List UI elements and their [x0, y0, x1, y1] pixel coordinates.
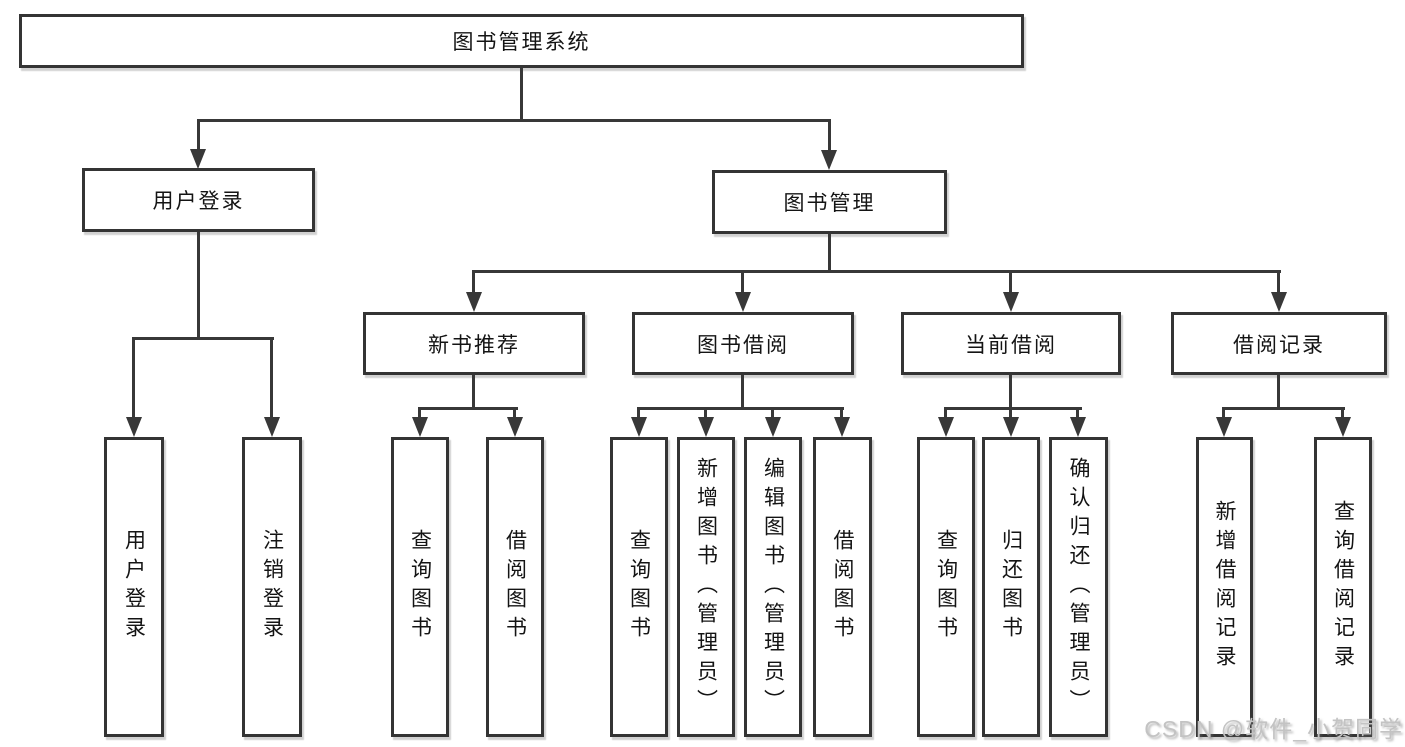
arrow-down-icon: [735, 292, 751, 312]
node-user-login-label: 用户登录: [152, 190, 245, 213]
leaf-br-add-record-label: 新增借阅记录: [1213, 500, 1236, 674]
node-current-borrow-label: 当前借阅: [965, 333, 1057, 357]
leaf-nbr-borrow-books: 借阅图书: [486, 437, 544, 737]
edge-br-splitter: [1222, 407, 1345, 410]
arrow-down-icon: [821, 150, 837, 170]
leaf-nbr-query-books: 查询图书: [391, 437, 449, 737]
arrow-down-icon: [834, 417, 850, 437]
leaf-nbr-query-books-label: 查询图书: [408, 529, 432, 645]
leaf-user-login: 用户登录: [104, 437, 164, 737]
leaf-bb-add-books-admin: 新增图书（管理员）: [677, 437, 735, 737]
leaf-cb-query-books: 查询图书: [917, 437, 975, 737]
leaf-logout: 注销登录: [242, 437, 302, 737]
leaf-cb-confirm-return-admin: 确认归还（管理员）: [1049, 437, 1108, 737]
edge-bb-child-2: [704, 407, 707, 419]
leaf-bb-borrow-books-label: 借阅图书: [831, 529, 854, 645]
leaf-bb-borrow-books: 借阅图书: [813, 437, 872, 737]
edge-bb-child-3: [771, 407, 774, 419]
leaf-br-query-record-label: 查询借阅记录: [1331, 500, 1355, 674]
edge-nbr-splitter: [419, 407, 518, 410]
leaf-bb-edit-books-admin: 编辑图书（管理员）: [744, 437, 802, 737]
edge-book-management-splitter: [472, 270, 1281, 273]
node-current-borrow: 当前借阅: [901, 312, 1121, 375]
edge-br-stem: [1277, 375, 1280, 409]
leaf-bb-query-books-label: 查询图书: [627, 529, 651, 645]
edge-to-new-book-recommend: [472, 270, 475, 294]
leaf-nbr-borrow-books-label: 借阅图书: [503, 529, 527, 645]
edge-cb-child-2: [1009, 407, 1012, 419]
arrow-down-icon: [126, 417, 142, 437]
arrow-down-icon: [1271, 292, 1287, 312]
arrow-down-icon: [1003, 417, 1019, 437]
edge-to-book-management: [828, 119, 831, 151]
edge-bb-stem: [741, 375, 744, 409]
arrow-down-icon: [412, 417, 428, 437]
leaf-cb-confirm-return-admin-label: 确认归还（管理员）: [1067, 456, 1090, 718]
node-borrow-records: 借阅记录: [1171, 312, 1387, 375]
node-root: 图书管理系统: [19, 14, 1024, 68]
edge-nbr-stem: [472, 375, 475, 409]
edge-root-splitter: [197, 119, 831, 122]
edge-user-login-stem: [197, 232, 200, 339]
edge-nbr-child-2: [513, 407, 516, 419]
arrow-down-icon: [631, 417, 647, 437]
arrow-down-icon: [938, 417, 954, 437]
edge-br-child-2: [1341, 407, 1344, 419]
leaf-cb-return-books-label: 归还图书: [999, 529, 1023, 645]
node-user-login: 用户登录: [82, 168, 315, 232]
edge-nbr-child-1: [418, 407, 421, 419]
arrow-down-icon: [1003, 292, 1019, 312]
watermark: CSDN @软件_小贺同学: [1144, 716, 1403, 742]
edge-bb-splitter: [637, 407, 844, 410]
node-book-management-label: 图书管理: [783, 192, 876, 215]
arrow-down-icon: [466, 292, 482, 312]
edge-bb-child-1: [637, 407, 640, 419]
edge-to-leaf-user-login: [132, 337, 135, 419]
edge-cb-child-3: [1076, 407, 1079, 419]
node-book-borrow: 图书借阅: [632, 312, 854, 375]
edge-cb-child-1: [944, 407, 947, 419]
leaf-bb-edit-books-admin-label: 编辑图书（管理员）: [761, 456, 785, 718]
leaf-logout-label: 注销登录: [260, 529, 284, 645]
edge-to-current-borrow: [1009, 270, 1012, 294]
node-root-label: 图书管理系统: [452, 31, 591, 54]
leaf-bb-query-books: 查询图书: [610, 437, 668, 737]
edge-to-user-login: [197, 119, 200, 151]
edge-bb-child-4: [840, 407, 843, 419]
leaf-br-query-record: 查询借阅记录: [1314, 437, 1372, 737]
edge-root-stem: [520, 68, 523, 120]
leaf-bb-add-books-admin-label: 新增图书（管理员）: [694, 456, 718, 718]
node-new-book-recommend: 新书推荐: [363, 312, 585, 375]
node-book-borrow-label: 图书借阅: [697, 333, 789, 357]
arrow-down-icon: [190, 149, 206, 169]
edge-to-leaf-logout: [270, 337, 273, 419]
arrow-down-icon: [507, 417, 523, 437]
edge-br-child-1: [1222, 407, 1225, 419]
leaf-br-add-record: 新增借阅记录: [1196, 437, 1253, 737]
edge-to-borrow-records: [1277, 270, 1280, 294]
leaf-cb-query-books-label: 查询图书: [934, 529, 958, 645]
edge-user-login-splitter: [132, 337, 274, 340]
arrow-down-icon: [1216, 417, 1232, 437]
edge-cb-splitter: [944, 407, 1082, 410]
edge-to-book-borrow: [741, 270, 744, 294]
node-new-book-recommend-label: 新书推荐: [428, 333, 520, 357]
arrow-down-icon: [1335, 417, 1351, 437]
edge-cb-stem: [1009, 375, 1012, 409]
node-book-management: 图书管理: [712, 170, 947, 234]
arrow-down-icon: [698, 417, 714, 437]
leaf-user-login-label: 用户登录: [122, 529, 146, 645]
node-borrow-records-label: 借阅记录: [1233, 333, 1325, 357]
edge-book-management-stem: [828, 234, 831, 272]
arrow-down-icon: [1070, 417, 1086, 437]
arrow-down-icon: [765, 417, 781, 437]
leaf-cb-return-books: 归还图书: [982, 437, 1040, 737]
arrow-down-icon: [264, 417, 280, 437]
